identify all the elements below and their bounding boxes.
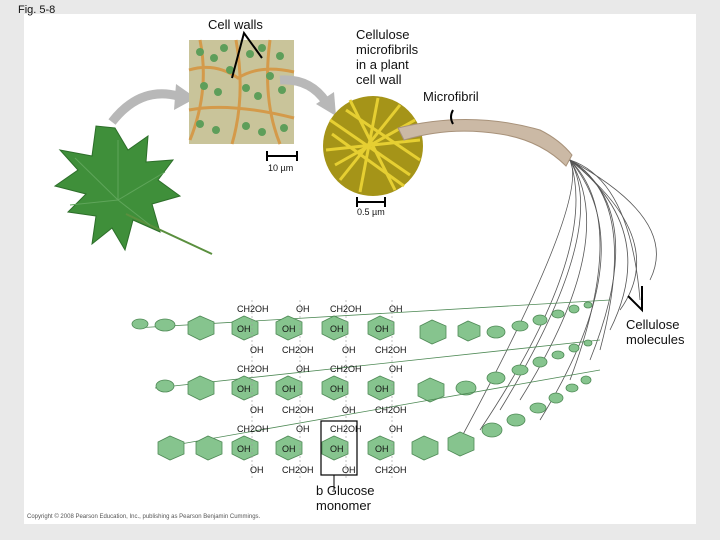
oh-label: OH <box>250 405 264 415</box>
ch2oh-label: CH2OH <box>330 304 362 314</box>
oh-label: OH <box>389 424 403 434</box>
ch2oh-label: CH2OH <box>330 424 362 434</box>
oh-label: OH <box>237 324 251 334</box>
oh-label: OH <box>342 465 356 475</box>
oh-label: OH <box>375 324 389 334</box>
cellulose-microfibrils-label: Cellulose microfibrils in a plant cell w… <box>356 27 419 87</box>
ch2oh-label: CH2OH <box>375 345 407 355</box>
oh-label: OH <box>375 384 389 394</box>
oh-label: OH <box>296 304 310 314</box>
oh-label: OH <box>250 345 264 355</box>
ch2oh-label: CH2OH <box>375 465 407 475</box>
oh-label: OH <box>282 444 296 454</box>
cell-walls-label: Cell walls <box>208 17 263 32</box>
cellulose-molecules-label: Cellulose molecules <box>626 317 685 347</box>
oh-label: OH <box>296 364 310 374</box>
glucose-monomer-box <box>320 420 358 476</box>
oh-label: OH <box>375 444 389 454</box>
scale-bar-05um <box>356 197 386 207</box>
oh-label: OH <box>342 345 356 355</box>
arrow-cells-to-fibrils <box>279 75 330 105</box>
microfibril-micrograph <box>323 96 423 196</box>
ch2oh-label: CH2OH <box>282 465 314 475</box>
oh-label: OH <box>250 465 264 475</box>
microfibril-bracket <box>450 109 454 125</box>
scale-05um-label: 0.5 µm <box>357 207 385 217</box>
arrow-leaf-to-cells <box>108 89 180 125</box>
maple-leaf <box>53 125 213 255</box>
cell-wall-micrograph <box>188 39 295 145</box>
ch2oh-label: CH2OH <box>237 304 269 314</box>
oh-label: OH <box>237 384 251 394</box>
ch2oh-label: CH2OH <box>375 405 407 415</box>
scale-10um-label: 10 µm <box>268 163 294 173</box>
oh-label: OH <box>330 444 344 454</box>
microfibril-label: Microfibril <box>423 89 479 104</box>
microfibril-tube <box>397 118 573 167</box>
oh-label: OH <box>282 324 296 334</box>
oh-label: OH <box>296 424 310 434</box>
ch2oh-label: CH2OH <box>237 424 269 434</box>
cell-walls-pointer <box>231 30 263 79</box>
copyright-notice: Copyright © 2008 Pearson Education, Inc.… <box>27 514 261 520</box>
oh-label: OH <box>342 405 356 415</box>
ch2oh-label: CH2OH <box>237 364 269 374</box>
oh-label: OH <box>330 384 344 394</box>
ch2oh-label: CH2OH <box>282 405 314 415</box>
alignment-dashes <box>251 300 393 478</box>
oh-label: OH <box>237 444 251 454</box>
oh-label: OH <box>330 324 344 334</box>
figure-number: Fig. 5-8 <box>18 4 56 16</box>
ch2oh-label: CH2OH <box>330 364 362 374</box>
ch2oh-label: CH2OH <box>282 345 314 355</box>
oh-label: OH <box>389 304 403 314</box>
scale-bar-10um <box>266 151 298 161</box>
oh-label: OH <box>282 384 296 394</box>
cellulose-strands <box>459 159 657 441</box>
oh-label: OH <box>389 364 403 374</box>
glucose-monomer-label: b Glucose monomer <box>316 483 375 513</box>
cellulose-molecules-pointer <box>627 286 643 313</box>
glucose-chains <box>131 299 611 461</box>
